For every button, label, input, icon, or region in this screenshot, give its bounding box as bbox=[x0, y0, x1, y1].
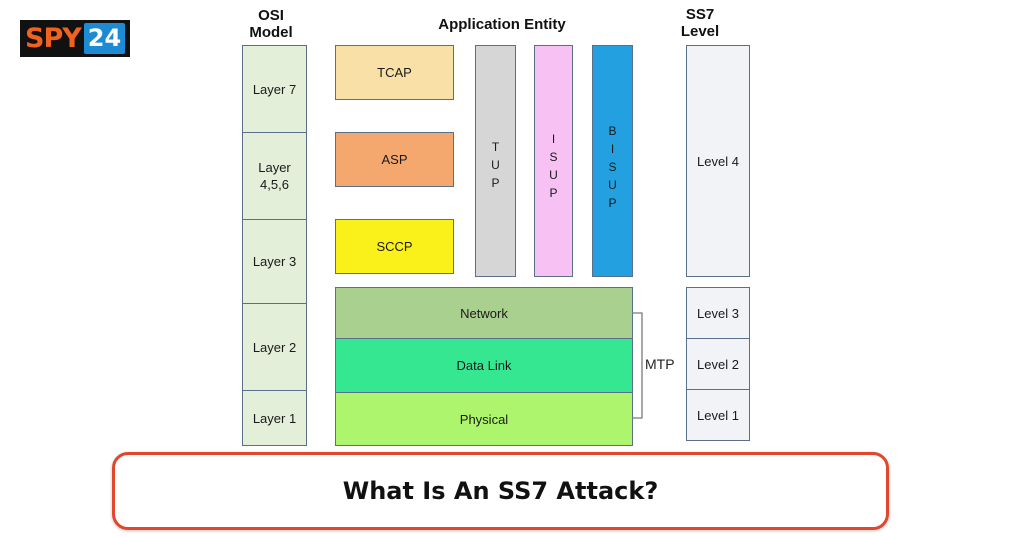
sccp-label: SCCP bbox=[376, 239, 413, 254]
asp-label: ASP bbox=[381, 152, 408, 167]
osi-layer-1-label: Layer 1 bbox=[252, 410, 297, 426]
ss7-level-3: Level 3 bbox=[686, 287, 750, 339]
logo-number-badge: 24 bbox=[83, 23, 126, 54]
osi-layer-4-5-6: Layer 4,5,6 bbox=[242, 132, 307, 220]
osi-model-heading: OSI Model bbox=[249, 7, 293, 41]
mtp-label: MTP bbox=[645, 356, 675, 372]
tup-letter-2: U bbox=[491, 158, 500, 172]
osi-layer-2: Layer 2 bbox=[242, 303, 307, 391]
spy24-logo: SPY 24 bbox=[20, 20, 130, 57]
osi-layer-7: Layer 7 bbox=[242, 45, 307, 133]
ss7-level-1: Level 1 bbox=[686, 389, 750, 441]
tup-block: T U P bbox=[475, 45, 516, 277]
ss7-level-2: Level 2 bbox=[686, 338, 750, 390]
ss7-level-4: Level 4 bbox=[686, 45, 750, 277]
tcap-block: TCAP bbox=[335, 45, 454, 100]
isup-letter-1: I bbox=[551, 132, 556, 146]
bisup-letter-3: S bbox=[608, 160, 617, 174]
osi-layer-7-label: Layer 7 bbox=[252, 81, 297, 97]
bisup-letter-4: U bbox=[608, 178, 617, 192]
osi-layer-4-5-6-label: Layer 4,5,6 bbox=[258, 160, 291, 192]
osi-layer-2-label: Layer 2 bbox=[252, 339, 297, 355]
ss7-level-1-label: Level 1 bbox=[697, 407, 739, 423]
mtp-bracket bbox=[632, 312, 643, 419]
tup-letter-1: T bbox=[491, 140, 500, 154]
sccp-block: SCCP bbox=[335, 219, 454, 274]
ss7-level-3-label: Level 3 bbox=[697, 305, 739, 321]
ss7-level-heading: SS7 Level bbox=[680, 6, 720, 40]
mtp-data-link-layer: Data Link bbox=[335, 338, 633, 393]
ss7-level-2-label: Level 2 bbox=[697, 356, 739, 372]
mtp-network-label: Network bbox=[460, 305, 508, 321]
bisup-letter-2: I bbox=[610, 142, 615, 156]
isup-letter-2: S bbox=[549, 150, 558, 164]
title-banner: What Is An SS7 Attack? bbox=[112, 452, 889, 530]
bisup-letter-1: B bbox=[608, 124, 617, 138]
ss7-level-4-label: Level 4 bbox=[697, 153, 739, 169]
isup-letter-4: P bbox=[549, 186, 558, 200]
asp-block: ASP bbox=[335, 132, 454, 187]
logo-brand-text: SPY bbox=[25, 23, 82, 54]
mtp-network-layer: Network bbox=[335, 287, 633, 339]
bisup-block: B I S U P bbox=[592, 45, 633, 277]
tcap-label: TCAP bbox=[377, 65, 412, 80]
osi-layer-1: Layer 1 bbox=[242, 390, 307, 446]
mtp-physical-layer: Physical bbox=[335, 392, 633, 446]
bisup-letter-5: P bbox=[608, 196, 617, 210]
isup-letter-3: U bbox=[549, 168, 558, 182]
osi-layer-3: Layer 3 bbox=[242, 219, 307, 304]
application-entity-heading: Application Entity bbox=[438, 16, 566, 33]
tup-letter-3: P bbox=[491, 176, 500, 190]
osi-layer-3-label: Layer 3 bbox=[252, 254, 297, 269]
mtp-physical-label: Physical bbox=[459, 411, 509, 427]
mtp-data-link-label: Data Link bbox=[456, 358, 512, 373]
banner-title: What Is An SS7 Attack? bbox=[342, 477, 659, 505]
isup-block: I S U P bbox=[534, 45, 573, 277]
